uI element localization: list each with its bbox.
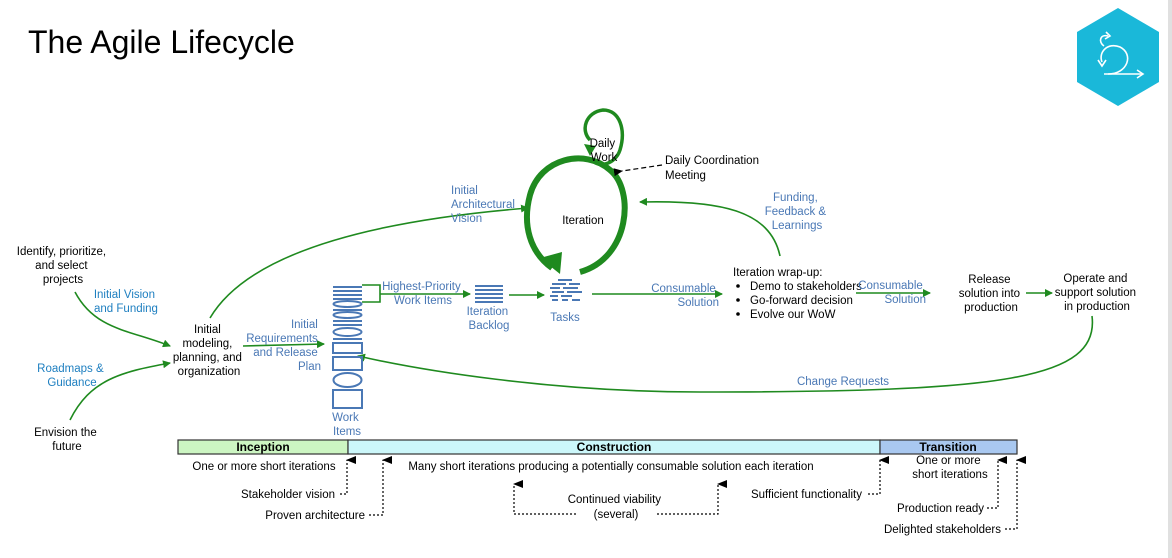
highest-priority-label: Highest-Priority Work Items	[382, 281, 464, 307]
envision-future-label: Envision the future	[34, 427, 100, 453]
milestone-connector-viability-right	[657, 480, 727, 515]
phase-construction-label: Construction	[577, 440, 652, 454]
daily-work-loop	[583, 108, 625, 167]
iteration-label: Iteration	[562, 215, 604, 227]
arrow-modeling-to-workitems	[242, 340, 325, 349]
funding-feedback-label: Funding, Feedback & Learnings	[765, 192, 830, 232]
inception-description: One or more short iterations	[192, 461, 335, 473]
work-items-label: Work Items	[332, 412, 362, 438]
transition-description: One or more short iterations	[912, 455, 988, 481]
milestone-production-ready: Production ready	[897, 503, 984, 515]
daily-coordination-label: Daily Coordination Meeting	[665, 155, 762, 182]
iteration-backlog-label: Iteration Backlog	[467, 306, 512, 332]
milestone-sufficient-functionality: Sufficient functionality	[751, 489, 862, 501]
svg-text:Demo to stakeholders: Demo to stakeholders	[750, 281, 862, 293]
milestone-connector-delighted-stakeholders	[1005, 456, 1026, 530]
milestone-connector-viability-left	[513, 480, 576, 515]
consumable-solution-label-1: Consumable Solution	[651, 283, 719, 309]
phase-transition	[879, 439, 1018, 455]
milestone-connector-proven-architecture	[369, 456, 392, 516]
initial-modeling-label: Initial modeling, planning, and organiza…	[173, 324, 245, 378]
identify-projects-label: Identify, prioritize, and select project…	[17, 246, 109, 286]
bracket-highest-priority	[362, 284, 470, 303]
milestone-delighted-stakeholders: Delighted stakeholders	[884, 524, 1001, 536]
milestone-continued-viability: Continued viability (several)	[568, 494, 665, 521]
daily-work-label: Daily Work	[590, 138, 619, 164]
milestone-stakeholder-vision: Stakeholder vision	[241, 489, 335, 501]
arrow-feedback-to-iteration	[639, 197, 781, 257]
change-requests-label: Change Requests	[797, 376, 889, 388]
tasks-icon	[550, 279, 582, 301]
iteration-backlog-icon	[475, 285, 503, 303]
arrow-daily-coordination	[613, 164, 663, 177]
svg-text:Evolve our WoW: Evolve our WoW	[750, 309, 836, 321]
arrow-modeling-to-iteration	[209, 204, 529, 319]
arrow-identify-to-modeling	[74, 291, 171, 348]
milestone-connector-stakeholder-vision	[340, 456, 356, 495]
milestone-proven-architecture: Proven architecture	[265, 510, 365, 522]
initial-vision-funding-label: Initial Vision and Funding	[94, 289, 158, 315]
iteration-cycle	[524, 155, 628, 275]
milestone-connector-sufficient-functionality	[868, 456, 889, 495]
page-title: The Agile Lifecycle	[28, 24, 295, 60]
agile-loop-icon	[1077, 8, 1159, 106]
svg-text:Go-forward decision: Go-forward decision	[750, 295, 853, 307]
phase-inception-label: Inception	[236, 440, 289, 454]
work-items-stack-icon	[332, 286, 363, 409]
initial-requirements-label: Initial Requirements and Release Plan	[246, 319, 321, 373]
phase-transition-label: Transition	[919, 440, 976, 454]
roadmaps-guidance-label: Roadmaps & Guidance	[37, 363, 107, 389]
phase-bar: Inception Construction Transition	[177, 439, 1018, 455]
wrapup-title: Iteration wrap-up:	[733, 267, 823, 279]
operate-support-label: Operate and support solution in producti…	[1055, 273, 1139, 313]
slide-edge	[1168, 0, 1172, 558]
construction-description: Many short iterations producing a potent…	[408, 461, 813, 473]
arrow-envision-to-modeling	[69, 360, 171, 421]
release-solution-label: Release solution into production	[959, 274, 1024, 314]
wrapup-list: Demo to stakeholders Go-forward decision…	[736, 281, 862, 321]
consumable-solution-label-2: Consumable Solution	[858, 280, 926, 306]
initial-architectural-vision-label: Initial Architectural Vision	[451, 185, 518, 225]
arrow-change-requests	[357, 315, 1094, 393]
milestone-connector-production-ready	[987, 456, 1007, 509]
tasks-label: Tasks	[550, 312, 580, 324]
